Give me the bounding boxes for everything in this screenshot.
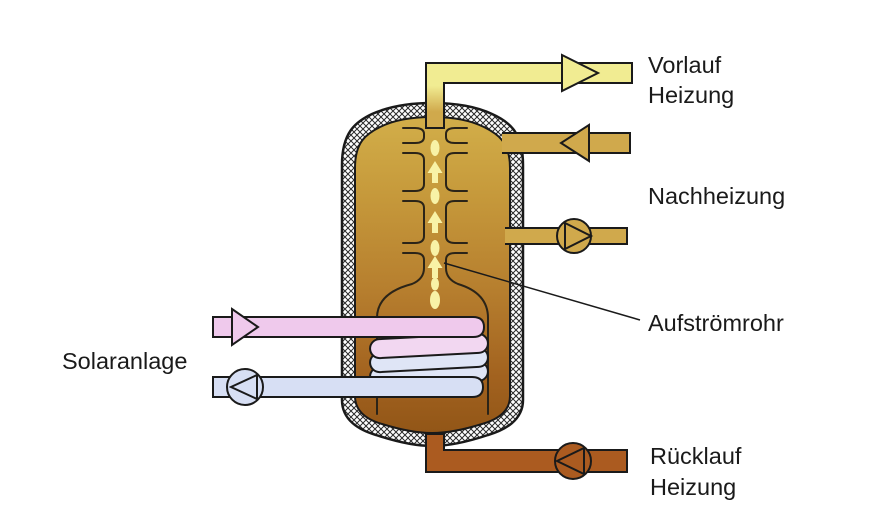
vorlauf-line: [425, 53, 633, 129]
flow-dot-icon: [430, 188, 440, 204]
ruecklauf-line: [425, 433, 628, 480]
tube-bell-left: [376, 252, 425, 415]
flow-up-arrow-icon: [427, 211, 443, 233]
pump-triangle-right: [564, 221, 594, 251]
flow-markers: [427, 140, 443, 309]
flow-arrow-left-icon: [559, 123, 590, 163]
flow-dot-icon: [430, 291, 440, 309]
label-ruecklauf-line2: Heizung: [650, 474, 736, 500]
tube-segment: [445, 152, 468, 192]
solar-return-line: [212, 368, 485, 406]
tube-bell-right: [445, 252, 489, 415]
pump-body: [556, 218, 592, 254]
flow-arrow-right-icon: [561, 53, 601, 93]
tube-segment: [402, 127, 425, 144]
solar-return-pipe: [212, 376, 485, 398]
tube-segment: [445, 127, 468, 144]
pump-triangle-left: [554, 446, 585, 476]
pump-body: [226, 368, 264, 406]
pump-body: [554, 442, 592, 480]
solar-supply-line: [212, 307, 486, 347]
label-leader-line: [443, 262, 641, 321]
flow-dot-icon: [430, 140, 440, 156]
flow-up-arrow-icon: [427, 256, 443, 278]
label-nachheizung: Nachheizung: [648, 183, 785, 209]
ruecklauf-pump-icon: [554, 442, 592, 480]
label-solaranlage: Solaranlage: [62, 348, 187, 374]
solar-pump-icon: [226, 368, 264, 406]
solar-supply-pipe: [212, 316, 486, 338]
flow-dot-icon: [430, 240, 440, 256]
tube-segment: [402, 200, 425, 244]
nachheizung-pump-line: [505, 218, 628, 254]
nachheizung-pump-icon: [556, 218, 594, 254]
flow-dot-icon: [431, 277, 439, 291]
flow-up-arrow-icon: [427, 161, 443, 183]
aufstroemrohr-tube: [376, 127, 489, 415]
tube-segment: [402, 152, 425, 192]
label-vorlauf-line1: Vorlauf: [648, 52, 722, 78]
nachheizung-inlet-line: [502, 123, 631, 163]
label-vorlauf-line2: Heizung: [648, 82, 734, 108]
nachheizung-inlet-pipe-edges: [502, 132, 631, 154]
flow-arrow-right-icon: [231, 307, 260, 347]
pump-triangle-left: [228, 373, 258, 401]
tube-segment: [445, 200, 468, 244]
label-ruecklauf-line1: Rücklauf: [650, 443, 742, 469]
label-aufstroemrohr: Aufströmrohr: [648, 310, 784, 336]
